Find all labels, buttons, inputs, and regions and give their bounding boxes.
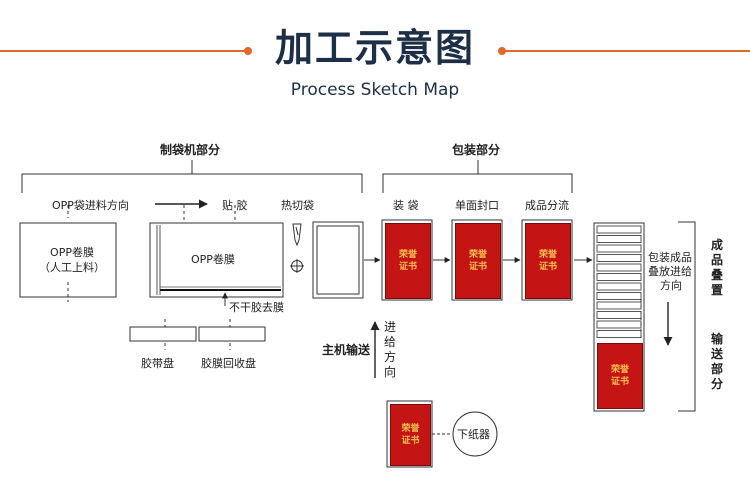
paper-feeder-circle <box>452 411 498 457</box>
empty-bag-box <box>312 221 364 299</box>
opp-feed-direction-label: OPP袋进料方向 <box>52 199 129 212</box>
certificate-text-line1: 荣誉 <box>398 250 417 260</box>
stacked-sheet <box>596 273 642 281</box>
film-recycle-reel-label: 胶膜回收盘 <box>201 357 256 370</box>
page-title: 加工示意图 <box>274 26 475 70</box>
certificate-text-line1: 荣誉 <box>468 250 487 260</box>
opp-film-manual-line2: （人工上料） <box>39 261 105 274</box>
heat-cut-label: 热切袋 <box>281 199 314 212</box>
certificate-text-line2: 证书 <box>398 262 417 272</box>
stacked-sheet <box>596 330 642 338</box>
section-bag-making: 制袋机部分 <box>160 143 221 157</box>
certificate-text-line1: 荣誉 <box>401 424 420 434</box>
stacked-sheet <box>596 292 642 300</box>
opp-film-manual-line1: OPP卷膜 <box>50 246 94 259</box>
film-recycle-reel-box <box>198 326 266 342</box>
certificate-text-line2: 证书 <box>401 436 420 446</box>
glue-apply-label: 贴 胶 <box>222 199 248 212</box>
packing-brace <box>382 173 573 193</box>
single-seal-label: 单面封口 <box>455 199 499 212</box>
certificate-single-seal: 荣誉 证书 <box>455 223 501 299</box>
conveying-label: 输送部分 <box>710 332 723 391</box>
stacked-sheet <box>596 311 642 319</box>
stack-note-line1: 包装成品 <box>648 251 692 264</box>
certificate-text-line2: 证书 <box>610 377 629 387</box>
certificate-text-line1: 荣誉 <box>610 365 629 375</box>
certificate-product-sort: 荣誉 证书 <box>525 223 571 299</box>
stacked-sheet <box>596 263 642 272</box>
feed-direction-label: 进给方向 <box>383 320 396 379</box>
page-subtitle: Process Sketch Map <box>290 80 460 100</box>
tape-reel-box <box>129 326 197 342</box>
stacked-sheet <box>596 225 642 234</box>
main-conveyor-label: 主机输送 <box>322 343 371 357</box>
stacked-sheet <box>596 244 642 253</box>
certificate-text-line2: 证书 <box>538 262 557 272</box>
section-packing: 包装部分 <box>452 143 501 157</box>
tape-reel-label: 胶带盘 <box>141 357 174 370</box>
paper-feeder-label: 下纸器 <box>457 428 490 441</box>
stacked-sheet <box>596 282 642 291</box>
stacking-brace <box>678 221 696 412</box>
certificate-paper-feeder: 荣誉 证书 <box>390 404 431 466</box>
certificate-stacked: 荣誉 证书 <box>597 343 643 409</box>
stack-note-line2: 叠放进给 <box>648 265 692 278</box>
certificate-text-line2: 证书 <box>468 262 487 272</box>
product-stacking-label: 成品叠置 <box>710 238 723 297</box>
non-dry-glue-label: 不干胶去膜 <box>229 301 284 314</box>
opp-film-label: OPP卷膜 <box>191 253 235 266</box>
stacked-sheet <box>596 301 642 310</box>
bag-making-brace <box>21 173 363 193</box>
stack-note-line3: 方向 <box>660 279 682 292</box>
header-decoration <box>0 47 750 55</box>
stacked-sheet <box>596 320 642 329</box>
heat-cut-knife <box>292 223 302 247</box>
opp-film-manual-box <box>19 222 117 298</box>
product-sort-label: 成品分流 <box>525 199 569 212</box>
certificate-text-line1: 荣誉 <box>538 250 557 260</box>
certificate-bagging: 荣誉 证书 <box>385 223 431 299</box>
stacked-sheet <box>596 254 642 262</box>
opp-film-box <box>149 222 284 298</box>
bagging-label: 装 袋 <box>393 199 419 212</box>
stacked-sheet <box>596 235 642 243</box>
